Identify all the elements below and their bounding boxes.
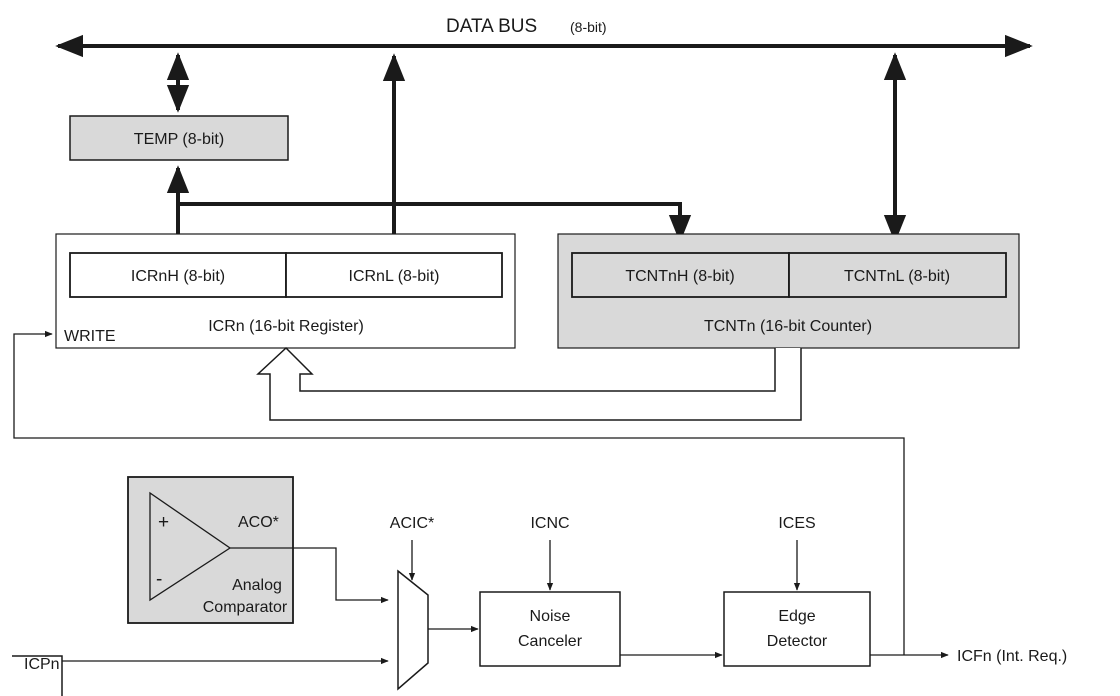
temp-register: TEMP (8-bit) bbox=[69, 115, 289, 161]
edge-detector: Edge Detector ICES bbox=[723, 515, 871, 667]
comparator-minus: - bbox=[156, 569, 162, 590]
tcntnl-label: TCNTnL (8-bit) bbox=[844, 268, 950, 285]
comparator-name-line1: Analog bbox=[232, 577, 282, 594]
icrnl-register bbox=[285, 252, 503, 298]
edge-line1: Edge bbox=[778, 608, 815, 625]
comparator-triangle-icon bbox=[149, 491, 232, 602]
noise-canceler: Noise Canceler ICNC bbox=[479, 515, 621, 667]
comparator-name-line2: Comparator bbox=[203, 599, 288, 616]
icrn-register: ICRnH (8-bit) ICRnL (8-bit) ICRn (16-bit… bbox=[55, 233, 516, 349]
data-bus-width: (8-bit) bbox=[570, 19, 607, 35]
temp-label: TEMP (8-bit) bbox=[134, 131, 224, 148]
icrnl-label: ICRnL (8-bit) bbox=[349, 268, 440, 285]
tcntnh-label: TCNTnH (8-bit) bbox=[625, 268, 734, 285]
tcntn-counter: TCNTnH (8-bit) TCNTnL (8-bit) TCNTn (16-… bbox=[557, 233, 1020, 349]
tcntnh-register bbox=[571, 252, 790, 298]
icpn-input: ICPn bbox=[12, 655, 63, 696]
temp-to-tcnth-link bbox=[178, 202, 692, 243]
noise-line1: Noise bbox=[530, 608, 571, 625]
noise-line2: Canceler bbox=[518, 633, 583, 650]
comparator-to-mux-line bbox=[230, 547, 389, 604]
icrnh-label: ICRnH (8-bit) bbox=[131, 268, 225, 285]
write-label: WRITE bbox=[64, 328, 116, 345]
analog-comparator: + - ACO* Analog Comparator bbox=[127, 476, 294, 624]
icfn-label: ICFn (Int. Req.) bbox=[957, 648, 1067, 665]
aco-label: ACO* bbox=[238, 514, 279, 531]
tcntn-caption: TCNTn (16-bit Counter) bbox=[704, 318, 872, 335]
mux-icon bbox=[397, 569, 429, 691]
edge-line2: Detector bbox=[767, 633, 828, 650]
write-feedback-line bbox=[13, 330, 905, 655]
input-mux: ACIC* bbox=[390, 515, 434, 691]
data-bus: DATA BUS (8-bit) bbox=[55, 16, 1033, 58]
data-bus-title: DATA BUS bbox=[446, 16, 537, 37]
comparator-plus: + bbox=[158, 512, 169, 533]
icrn-caption: ICRn (16-bit Register) bbox=[208, 318, 364, 335]
acic-label: ACIC* bbox=[390, 515, 434, 532]
ices-label: ICES bbox=[778, 515, 815, 532]
counter-to-register-hollow-arrow bbox=[256, 346, 802, 421]
icnc-label: ICNC bbox=[530, 515, 569, 532]
icpn-label: ICPn bbox=[24, 656, 60, 673]
tcntnl-register bbox=[788, 252, 1007, 298]
